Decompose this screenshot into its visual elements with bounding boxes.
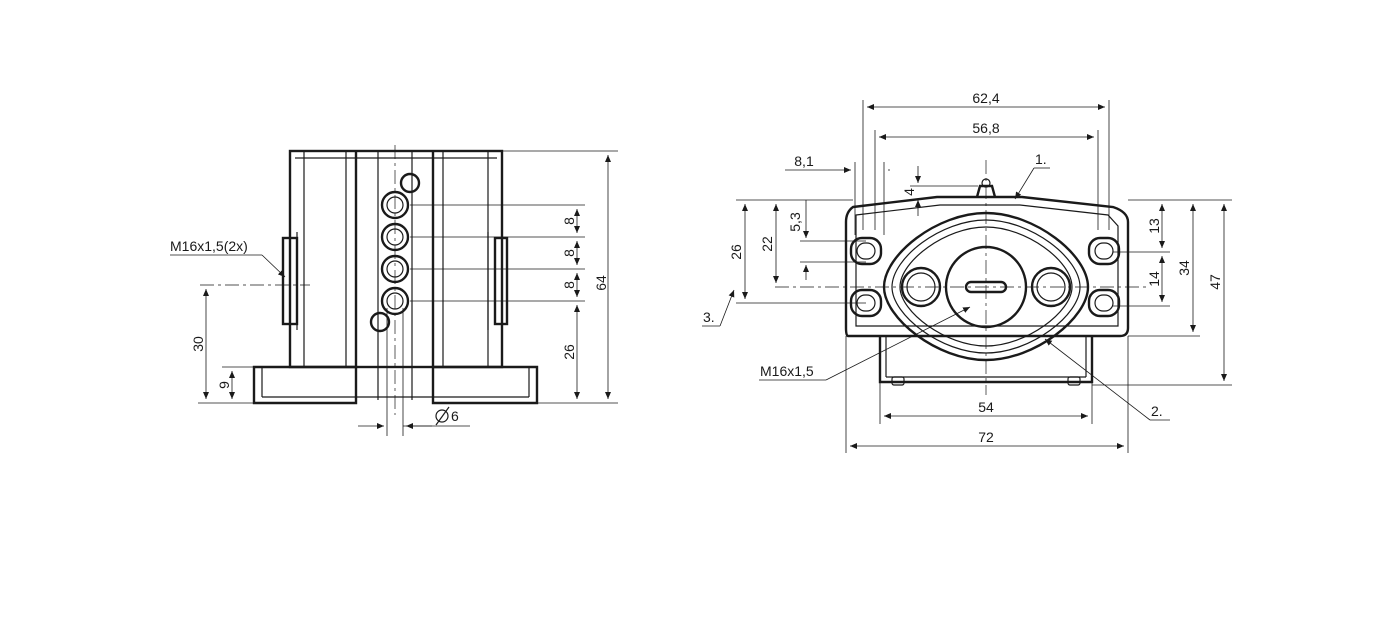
side-dim-d6: 6 [358,308,470,436]
front-dim-54-label: 54 [978,399,994,415]
side-dim-8a-label: 8 [561,217,577,225]
side-dim-64-label: 64 [593,275,609,291]
side-dim-8c-label: 8 [561,281,577,289]
front-callout-2-label: 2. [1151,403,1163,419]
front-dim-4-label: 4 [901,188,917,196]
front-dim-8-1: 8,1 [785,153,890,235]
front-callout-1: 1. [1014,151,1050,200]
front-view: 62,4 56,8 8,1 4 [702,90,1232,453]
front-dim-56-8-label: 56,8 [972,120,999,136]
side-view-base [252,365,539,405]
front-dim-22: 22 [736,199,853,283]
front-callout-2: 2. [1044,338,1170,421]
side-dim-d6-label: 6 [451,408,459,424]
side-view: 64 8 8 8 26 30 9 [170,145,618,436]
front-dim-56-8: 56,8 [874,120,1099,230]
front-callout-3-label: 3. [703,309,715,325]
front-dim-14: 14 [1113,256,1170,307]
front-dim-13: 13 [1113,204,1170,253]
side-dim-pitch: 8 8 8 [410,204,585,302]
side-thread-callout: M16x1,5(2x) [170,238,286,278]
front-dim-4: 4 [901,166,978,216]
side-dim-30: 30 [190,289,254,404]
front-dim-34: 34 [1128,199,1232,337]
front-dim-62-4-label: 62,4 [972,90,999,106]
front-callout-1-label: 1. [1035,151,1047,167]
side-view-body [281,149,509,400]
front-dim-62-4: 62,4 [862,90,1110,230]
side-dim-30-label: 30 [190,336,206,352]
front-dim-72-label: 72 [978,429,994,445]
front-thread-callout: M16x1,5 [759,306,971,381]
front-dim-26-label: 26 [728,244,744,260]
side-thread-label: M16x1,5(2x) [170,238,248,254]
front-dim-47-label: 47 [1207,274,1223,290]
front-view-housing [844,178,1130,386]
front-dim-72: 72 [845,336,1129,453]
front-callout-3: 3. [702,289,735,327]
side-dim-9-label: 9 [216,381,232,389]
front-dim-5-3: 5,3 [787,200,866,280]
side-dim-26-label: 26 [561,344,577,360]
side-dim-9: 9 [216,366,254,399]
front-dim-34-label: 34 [1176,260,1192,276]
front-thread-label: M16x1,5 [760,363,814,379]
front-view-gasket [775,160,1150,395]
front-dim-14-label: 14 [1146,271,1162,287]
front-dim-8-1-label: 8,1 [794,153,814,169]
front-dim-47: 47 [1092,204,1232,386]
side-dim-8b-label: 8 [561,249,577,257]
diameter-icon [435,406,450,426]
front-dim-54: 54 [879,382,1093,424]
front-dim-22-label: 22 [759,236,775,252]
front-dim-13-label: 13 [1146,218,1162,234]
front-dim-5-3-label: 5,3 [787,212,803,232]
side-dim-26: 26 [561,305,580,399]
side-dim-64: 64 [502,150,618,404]
side-view-holes [200,145,421,415]
front-dim-26: 26 [728,204,866,304]
